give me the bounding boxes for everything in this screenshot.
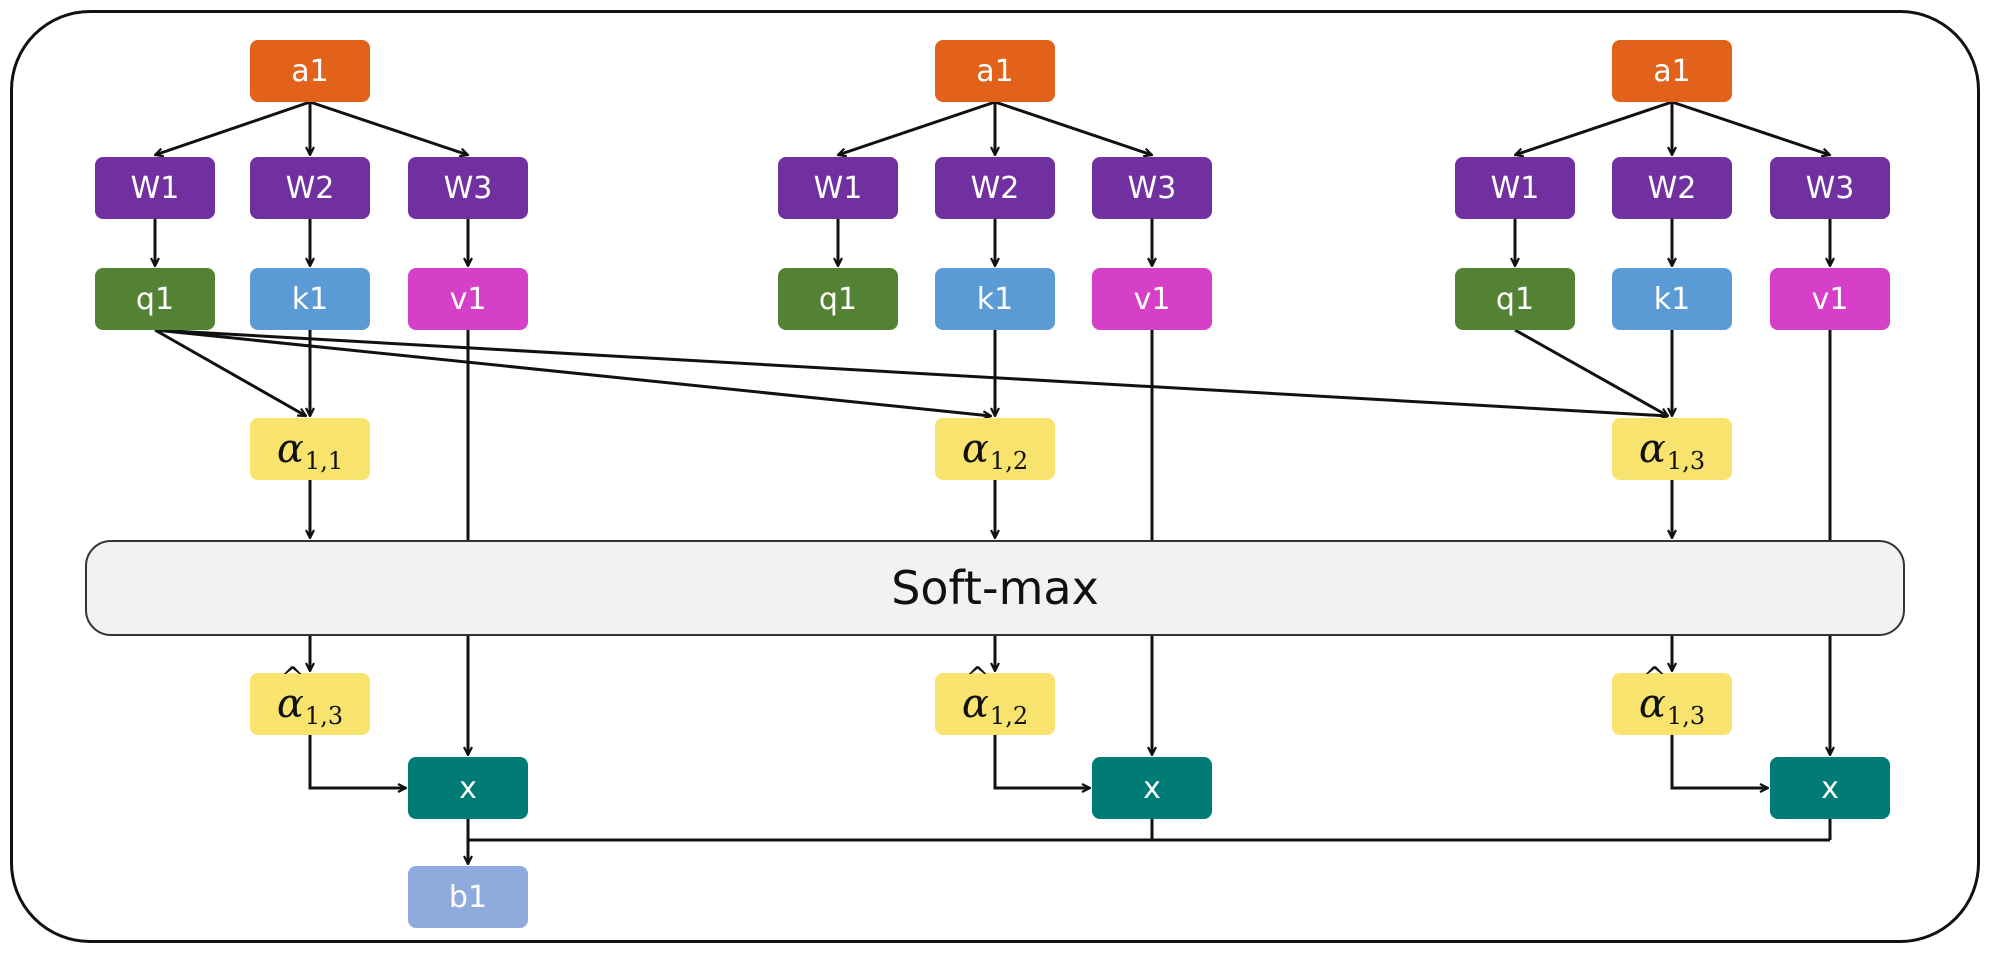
weight-node-v-3: W3 xyxy=(1770,157,1890,219)
weight-node-k-1: W2 xyxy=(250,157,370,219)
weight-node-q-2: W1 xyxy=(778,157,898,219)
multiply-node-3-label: x xyxy=(1821,770,1839,806)
multiply-node-1-label: x xyxy=(459,770,477,806)
multiply-node-2: x xyxy=(1092,757,1212,819)
weight-node-q-3: W1 xyxy=(1455,157,1575,219)
normalized-to-multiply-arrow xyxy=(308,735,406,788)
input-to-weight-arrow xyxy=(155,100,311,155)
weight-node-k-2: W2 xyxy=(935,157,1055,219)
softmax-block: Soft-max xyxy=(85,540,1905,636)
key-node-2: k1 xyxy=(935,268,1055,330)
weight-node-q-1-label: W1 xyxy=(130,170,180,206)
weight-node-q-3-label: W1 xyxy=(1490,170,1540,206)
normalized-score-node-3-symbol: α xyxy=(1639,661,1666,727)
score-node-2-subscript: 1,2 xyxy=(989,447,1029,475)
weight-node-k-3: W2 xyxy=(1612,157,1732,219)
multiply-node-1: x xyxy=(408,757,528,819)
weight-node-k-2-label: W2 xyxy=(970,170,1020,206)
input-to-weight-arrow xyxy=(1671,100,1830,155)
input-node-3: a1 xyxy=(1612,40,1732,102)
weight-node-v-2: W3 xyxy=(1092,157,1212,219)
normalized-score-node-2: α1,2 xyxy=(935,661,1055,735)
diagram-frame xyxy=(10,10,1980,943)
weight-node-v-1: W3 xyxy=(408,157,528,219)
weight-node-v-3-label: W3 xyxy=(1805,170,1855,206)
weight-node-q-1: W1 xyxy=(95,157,215,219)
input-node-1: a1 xyxy=(250,40,370,102)
normalized-score-node-1-symbol: α xyxy=(277,661,304,727)
weight-node-v-2-label: W3 xyxy=(1127,170,1177,206)
score-node-1-symbol: α xyxy=(276,426,304,472)
input-node-3-label: a1 xyxy=(1653,53,1691,89)
value-node-3: v1 xyxy=(1770,268,1890,330)
key-node-1-label: k1 xyxy=(291,281,329,317)
softmax-label: Soft-max xyxy=(891,561,1099,615)
input-node-2: a1 xyxy=(935,40,1055,102)
query-node-1-label: q1 xyxy=(135,281,175,317)
normalized-score-node-2-subscript: 1,2 xyxy=(989,702,1029,730)
multiply-node-3: x xyxy=(1770,757,1890,819)
weight-node-k-1-label: W2 xyxy=(285,170,335,206)
weight-node-q-2-label: W1 xyxy=(813,170,863,206)
query-to-score-arrow xyxy=(154,328,306,418)
score-node-3-symbol: α xyxy=(1638,426,1666,472)
query-to-score-arrow xyxy=(1514,328,1668,418)
key-node-3: k1 xyxy=(1612,268,1732,330)
value-node-1: v1 xyxy=(408,268,528,330)
score-node-1-subscript: 1,1 xyxy=(304,447,344,475)
normalized-score-node-1-subscript: 1,3 xyxy=(304,702,344,730)
normalized-to-multiply-arrow xyxy=(1670,735,1768,788)
multiply-node-2-label: x xyxy=(1143,770,1161,806)
value-node-2: v1 xyxy=(1092,268,1212,330)
normalized-score-node-3: α1,3 xyxy=(1612,661,1732,735)
normalized-score-node-2-symbol: α xyxy=(962,661,989,727)
key-node-3-label: k1 xyxy=(1653,281,1691,317)
key-node-1: k1 xyxy=(250,268,370,330)
score-node-2-symbol: α xyxy=(961,426,989,472)
output-node-label: b1 xyxy=(448,879,488,915)
normalized-score-node-1: α1,3 xyxy=(250,661,370,735)
value-node-3-label: v1 xyxy=(1811,281,1849,317)
weight-node-v-1-label: W3 xyxy=(443,170,493,206)
query-node-3-label: q1 xyxy=(1495,281,1535,317)
input-to-weight-arrow xyxy=(838,100,996,155)
input-node-1-label: a1 xyxy=(291,53,329,89)
normalized-to-multiply-arrow xyxy=(993,735,1090,788)
query-to-score-arrow xyxy=(154,328,1668,416)
query-to-score-arrow xyxy=(154,328,991,416)
output-node: b1 xyxy=(408,866,528,928)
normalized-score-node-3-subscript: 1,3 xyxy=(1666,702,1706,730)
weight-node-k-3-label: W2 xyxy=(1647,170,1697,206)
input-to-weight-arrow xyxy=(309,100,468,155)
query-node-1: q1 xyxy=(95,268,215,330)
input-node-2-label: a1 xyxy=(976,53,1014,89)
value-node-1-label: v1 xyxy=(449,281,487,317)
query-node-3: q1 xyxy=(1455,268,1575,330)
score-node-3-subscript: 1,3 xyxy=(1666,447,1706,475)
query-node-2: q1 xyxy=(778,268,898,330)
input-to-weight-arrow xyxy=(994,100,1152,155)
key-node-2-label: k1 xyxy=(976,281,1014,317)
value-node-2-label: v1 xyxy=(1133,281,1171,317)
input-to-weight-arrow xyxy=(1515,100,1673,155)
query-node-2-label: q1 xyxy=(818,281,858,317)
